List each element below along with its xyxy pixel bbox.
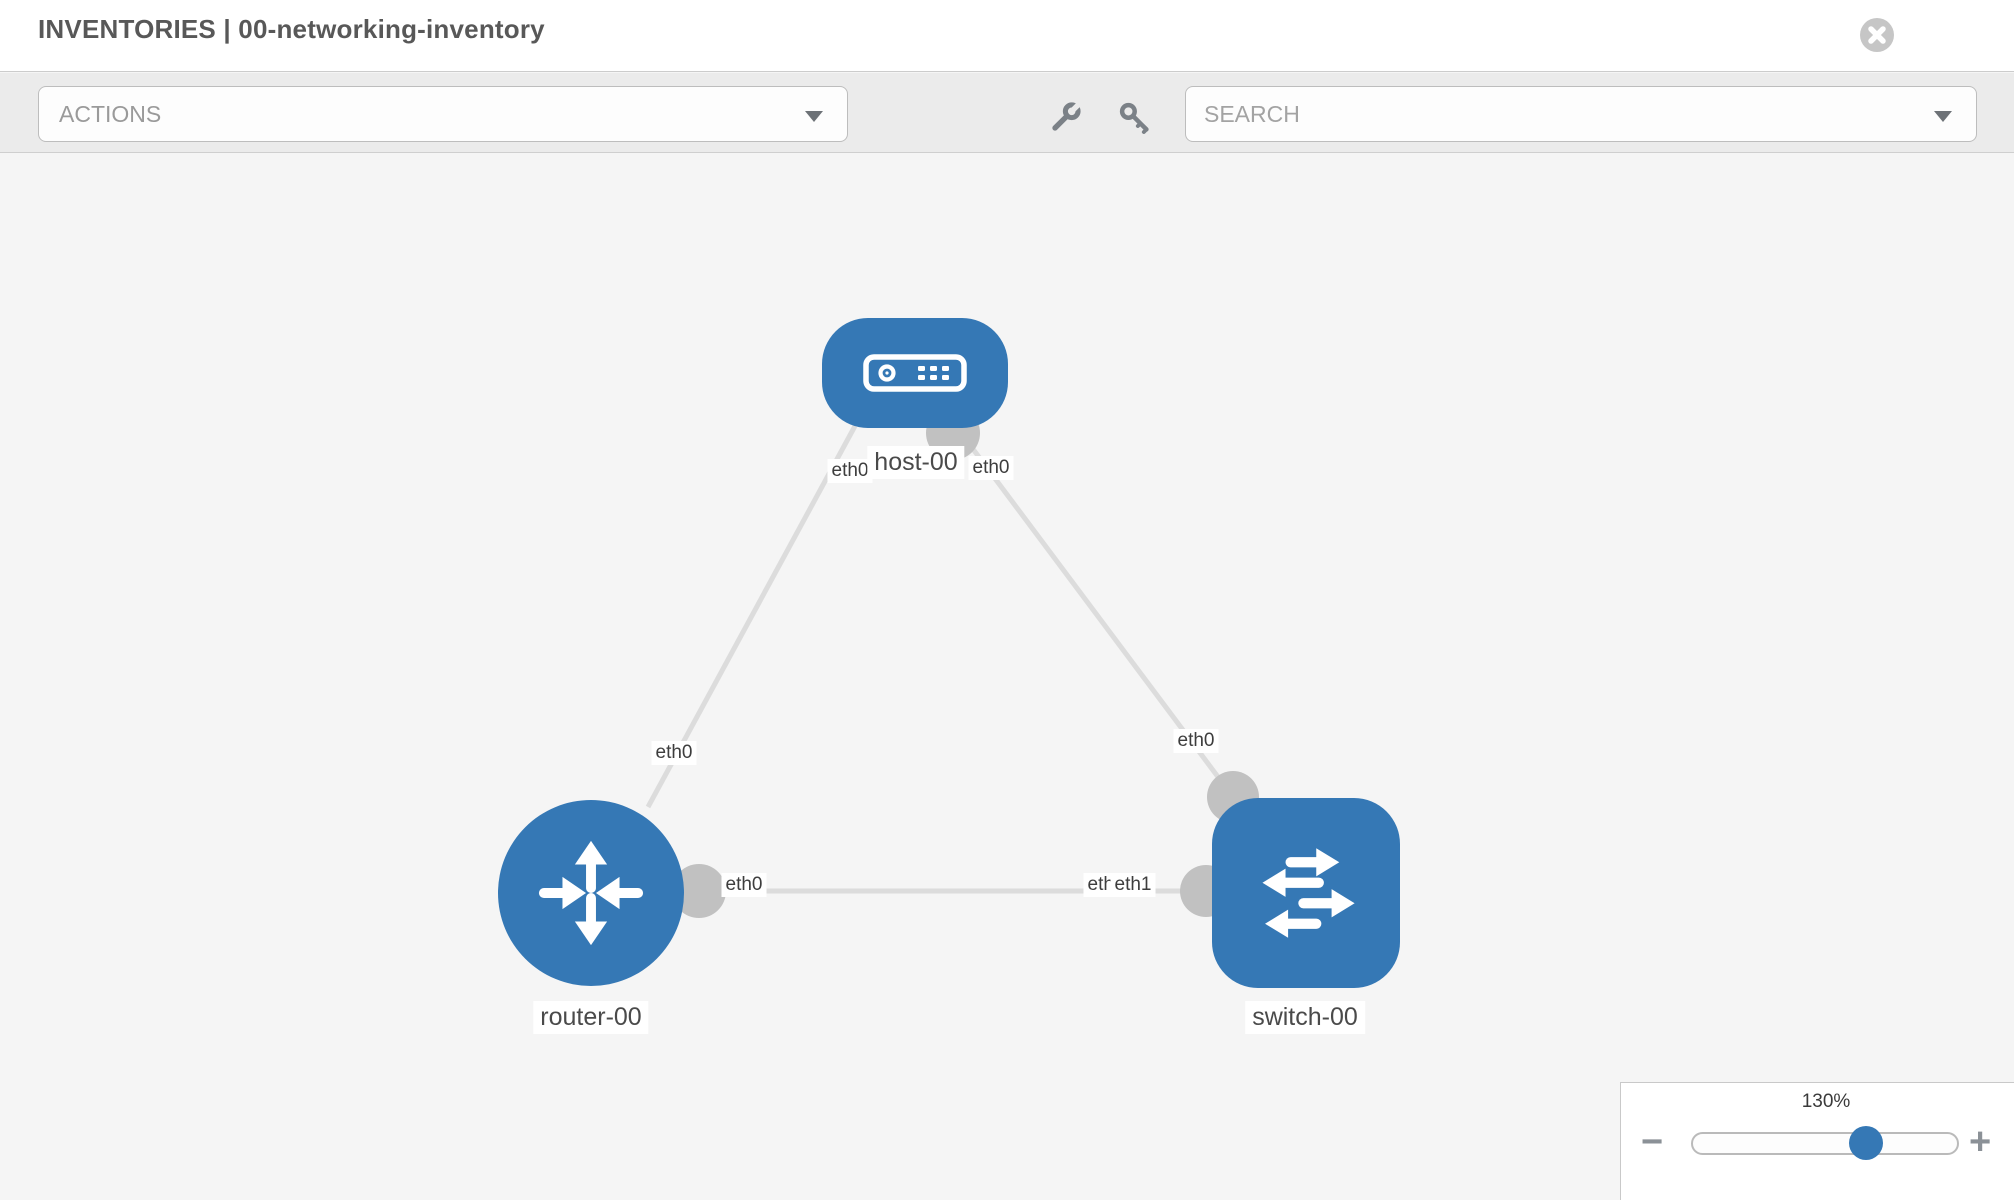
interface-label: eth0 — [651, 741, 697, 765]
zoom-slider[interactable] — [1691, 1126, 1959, 1160]
search-box — [1185, 86, 1977, 142]
topology-canvas[interactable]: host-00 router-00 switch-00 eth0 eth0 et… — [0, 154, 2014, 1200]
zoom-slider-thumb[interactable] — [1849, 1126, 1883, 1160]
close-button[interactable] — [1860, 18, 1894, 52]
window-header: INVENTORIES | 00-networking-inventory — [0, 0, 2014, 72]
topology-edges-layer — [645, 406, 1259, 918]
page-title: INVENTORIES | 00-networking-inventory — [38, 14, 545, 44]
key-icon — [1119, 102, 1149, 134]
credentials-button[interactable] — [1115, 99, 1155, 139]
node-router-00[interactable] — [498, 800, 684, 986]
interface-label: eth0 — [1173, 729, 1219, 753]
node-label-switch: switch-00 — [1245, 1001, 1365, 1034]
host-icon — [863, 354, 967, 392]
interface-label: eth0 — [968, 456, 1014, 480]
router-icon — [538, 840, 644, 946]
node-label-host: host-00 — [867, 446, 965, 479]
zoom-out-button[interactable]: − — [1641, 1121, 1664, 1163]
zoom-in-button[interactable]: + — [1969, 1121, 1992, 1163]
actions-dropdown[interactable]: ACTIONS — [38, 86, 848, 142]
configure-button[interactable] — [1045, 99, 1085, 139]
interface-label: eth0 — [827, 459, 873, 483]
search-input[interactable] — [1186, 87, 1976, 141]
close-icon — [1868, 26, 1886, 44]
chevron-down-icon — [805, 111, 823, 122]
zoom-value: 130% — [1801, 1091, 1851, 1112]
wrench-icon — [1052, 102, 1081, 131]
zoom-panel: 130% − + — [1620, 1082, 2014, 1200]
node-label-router: router-00 — [533, 1001, 649, 1034]
interface-label: eth1 — [1110, 873, 1156, 897]
interface-label: eth0 — [721, 873, 767, 897]
toolbar: ACTIONS — [0, 73, 2014, 153]
chevron-down-icon — [1934, 111, 1952, 122]
interface-dot-router — [672, 864, 726, 918]
switch-icon — [1262, 848, 1355, 938]
node-switch-00[interactable] — [1212, 798, 1400, 988]
node-host-00[interactable] — [822, 318, 1008, 428]
actions-dropdown-label: ACTIONS — [59, 101, 162, 127]
